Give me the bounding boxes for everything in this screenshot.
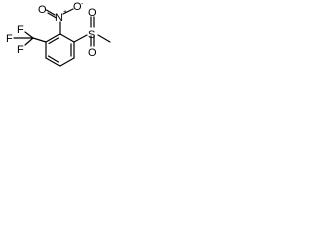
nitrogen-to-oxygen-left-bond-a [45,9,56,16]
ring-bond-6 [45,33,61,43]
ring-to-cf3-carbon-bond [32,37,47,43]
sulfonyl-sulfur-label: S [88,29,95,41]
molecule-structure: N + O - O S O O F F F [6,1,111,67]
nitro-oxygen-top-charge: - [81,1,84,8]
sulfonyl-oxygen-top-label: O [88,7,97,19]
fluorine-bottom-label: F [17,44,24,56]
bonds [13,8,111,67]
nitro-nitrogen-charge: + [63,9,67,16]
nitro-oxygen-top-label: O [73,1,82,13]
fluorine-left-label: F [6,33,13,45]
ring-bond-4 [45,57,61,67]
nitrogen-to-oxygen-top-bond [62,8,74,15]
nitro-nitrogen-label: N [55,12,63,24]
ring-to-sulfur-bond [73,34,88,43]
ring-bond-1 [59,33,75,43]
fluorine-top-label: F [17,24,24,36]
ring-double-bond-2 [47,55,60,63]
nitrogen-to-oxygen-left-bond-b [47,12,58,19]
atom-labels: N + O - O S O O F F F [6,1,97,59]
sulfur-to-methyl-bond [97,34,111,43]
sulfonyl-oxygen-bottom-label: O [88,47,97,59]
nitro-oxygen-left-label: O [38,4,47,16]
ring-bond-3 [59,57,75,67]
carbon-to-fluorine-top-bond [24,31,34,39]
ring-double-bond-3 [48,37,60,45]
carbon-to-fluorine-bottom-bond [24,37,34,46]
